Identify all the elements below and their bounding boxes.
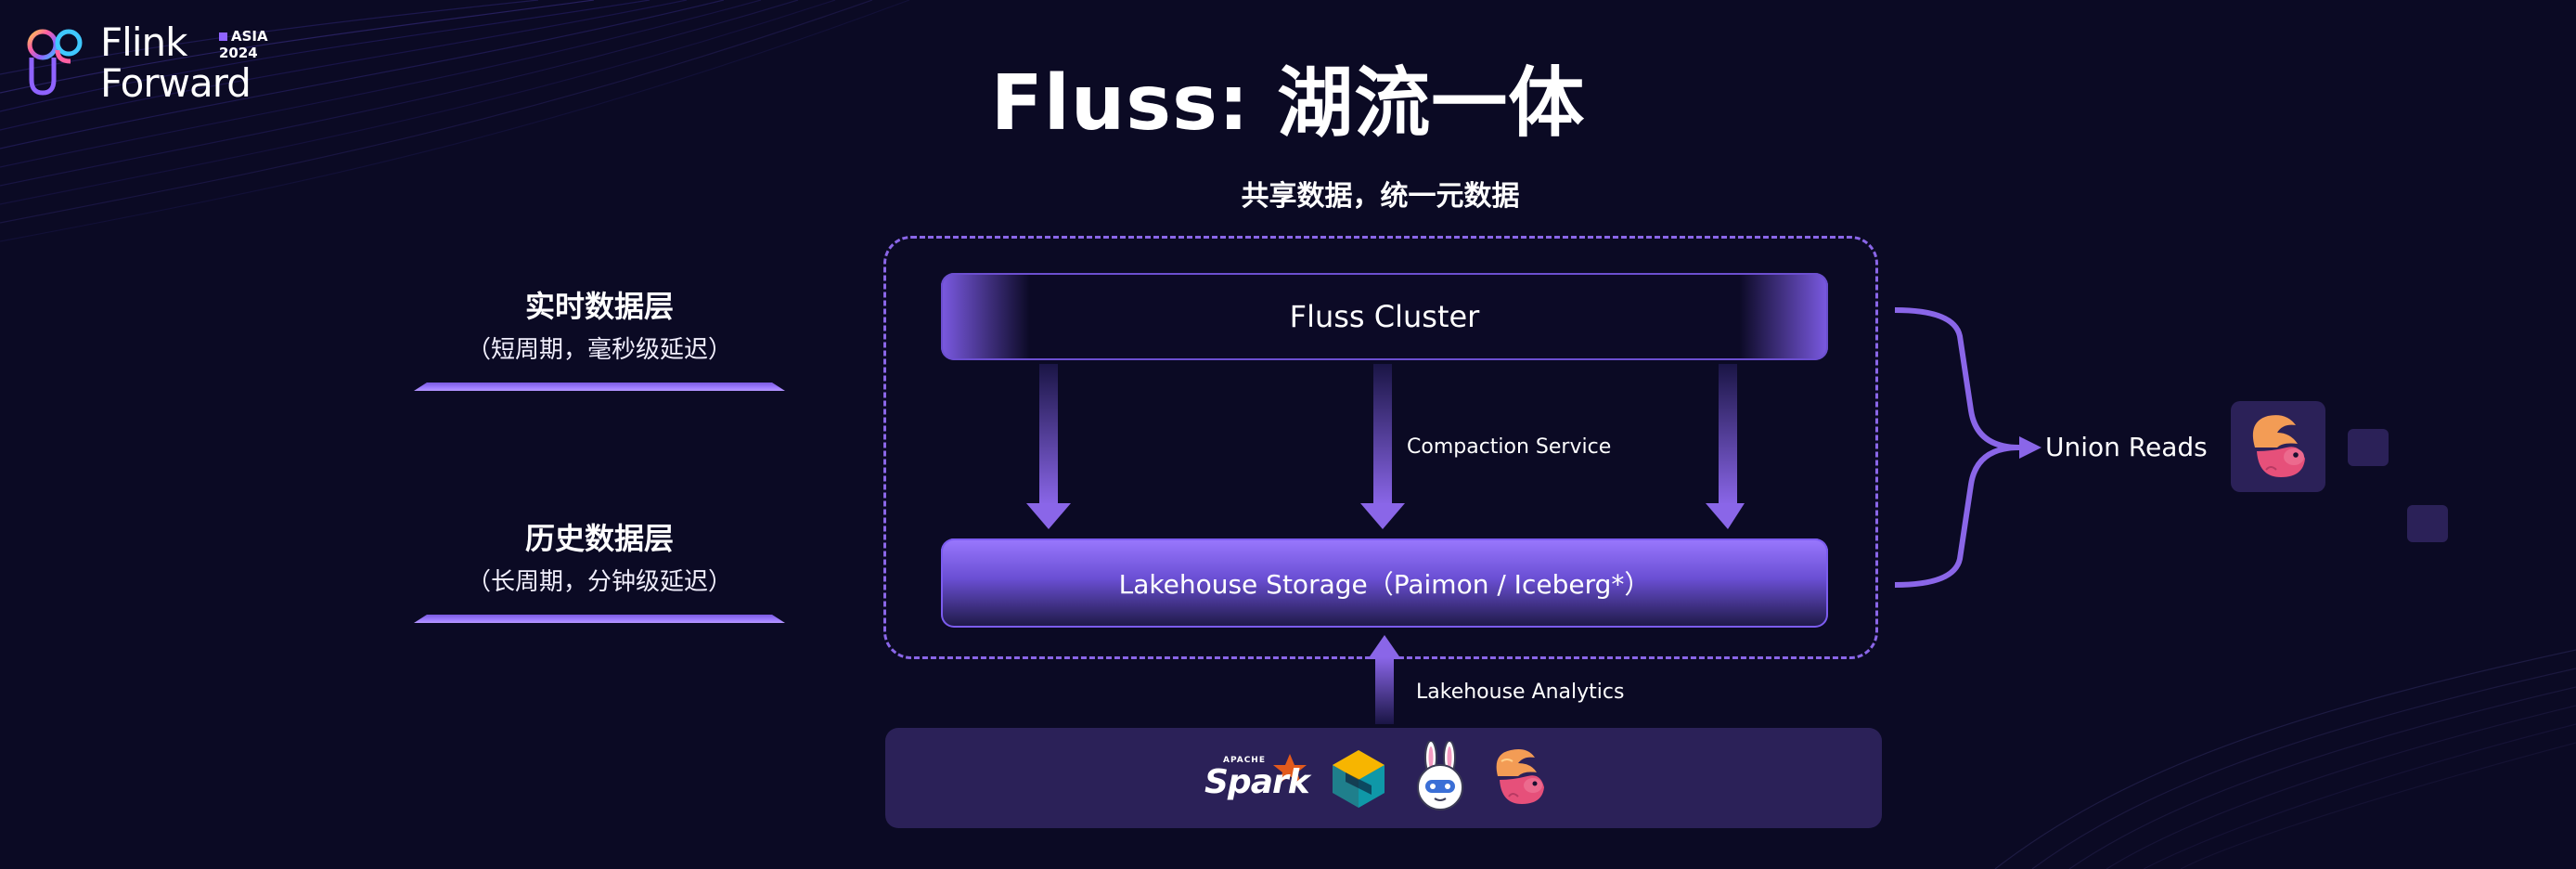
analytics-arrow-up-icon — [1368, 635, 1401, 724]
arrow-down-right-icon — [1706, 364, 1745, 529]
badge-square-icon — [219, 32, 227, 41]
spark-name-text: Spark — [1204, 763, 1310, 801]
starrocks-logo-icon — [1333, 750, 1385, 808]
compaction-arrows — [1026, 364, 1745, 529]
lakehouse-analytics-label: Lakehouse Analytics — [1416, 681, 1625, 704]
flink-forward-logo-icon — [27, 29, 83, 96]
spark-apache-text: APACHE — [1223, 756, 1266, 765]
spark-star-icon — [1273, 754, 1307, 784]
logo-badge-year: 2024 — [219, 45, 258, 61]
arrow-down-center-icon — [1360, 364, 1405, 529]
logo-line2: Forward — [100, 60, 251, 106]
flink-squirrel-icon — [2252, 415, 2305, 477]
history-layer-subtitle: （长周期，分钟级延迟） — [466, 568, 732, 596]
arrow-down-left-icon — [1026, 364, 1071, 529]
logo-line1: Flink — [100, 19, 187, 65]
realtime-layer-title: 实时数据层 — [524, 289, 674, 324]
flink-squirrel-logo-icon — [1496, 749, 1544, 804]
spark-logo: APACHE Spark — [1204, 750, 1312, 806]
lakehouse-storage-label: Lakehouse Storage（Paimon / Iceberg*） — [1118, 569, 1651, 600]
union-reads-brace — [1894, 307, 2041, 588]
history-layer-bar — [414, 615, 785, 623]
page-title: Fluss: 湖流一体 — [990, 59, 1586, 148]
realtime-layer-bar — [414, 383, 785, 391]
history-layer-title: 历史数据层 — [524, 521, 674, 556]
union-reads-label: Union Reads — [2045, 432, 2208, 462]
fluss-cluster-box: Fluss Cluster — [941, 273, 1828, 360]
fluss-cluster-label: Fluss Cluster — [1289, 299, 1480, 334]
compaction-service-label: Compaction Service — [1407, 435, 1612, 459]
logo-badge-region: ASIA — [231, 28, 268, 45]
logo-wordmark: Flink Forward — [100, 22, 251, 104]
flink-logo-tile — [2231, 401, 2325, 492]
logo-badge: ASIA 2024 — [219, 28, 268, 61]
trino-bunny-logo-icon — [1417, 741, 1463, 811]
decorative-tile-2 — [2407, 505, 2448, 542]
page-subtitle: 共享数据，统一元数据 — [1241, 180, 1520, 213]
lakehouse-storage-box: Lakehouse Storage（Paimon / Iceberg*） — [941, 538, 1828, 628]
realtime-layer-subtitle: （短周期，毫秒级延迟） — [466, 336, 732, 364]
decorative-tile-1 — [2348, 429, 2389, 466]
union-arrow-head-icon — [2019, 436, 2041, 459]
